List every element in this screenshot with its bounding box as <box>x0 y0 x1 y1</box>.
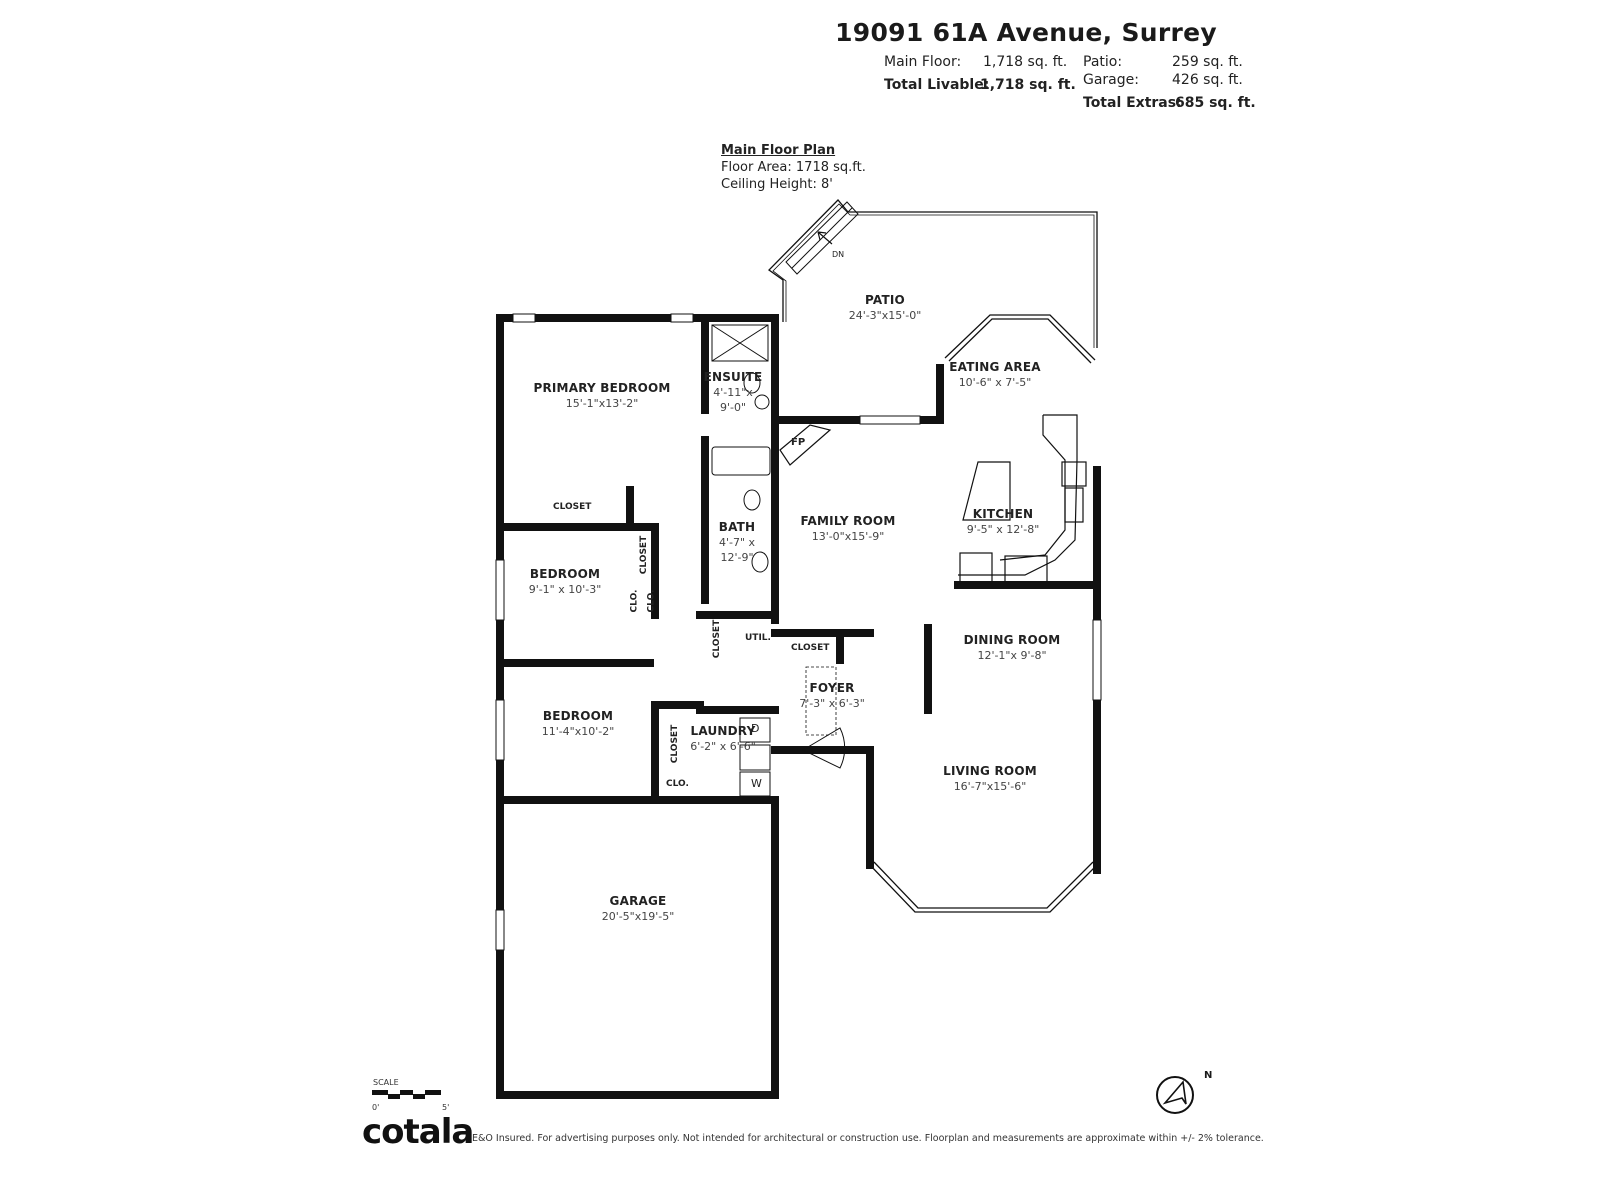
room-bath: BATH 4'-7" x 12'-9" <box>719 520 756 565</box>
room-name: KITCHEN <box>972 507 1034 521</box>
room-bedroom-2: BEDROOM 9'-1" x 10'-3" <box>529 567 602 597</box>
room-living-room: LIVING ROOM 16'-7"x15'-6" <box>943 764 1037 794</box>
scale-end: 5' <box>442 1103 450 1112</box>
room-dims: 11'-4"x10'-2" <box>541 725 615 738</box>
floor-area: Floor Area: 1718 sq.ft. <box>721 160 866 175</box>
patio-stairs <box>785 201 859 275</box>
label-clo-b: CLO. <box>646 589 657 613</box>
scale-start: 0' <box>372 1103 380 1112</box>
room-dims: 6'-2" x 6'-6" <box>690 740 756 753</box>
room-name: BEDROOM <box>529 567 601 581</box>
down-arrow-icon <box>817 231 833 245</box>
room-name: LAUNDRY <box>690 724 756 738</box>
label-down: DN <box>832 250 845 259</box>
label-closet-foyer: CLOSET <box>791 643 830 653</box>
total-extras-label: Total Extras: <box>1083 95 1182 111</box>
cotala-logo: cotala <box>362 1112 474 1152</box>
room-dims: 9'-1" x 10'-3" <box>528 583 602 596</box>
room-dining-room: DINING ROOM 12'-1"x 9'-8" <box>964 633 1061 663</box>
room-laundry: LAUNDRY 6'-2" x 6'-6" <box>690 724 756 754</box>
room-dims: 7'-3" x 6'-3" <box>799 697 865 710</box>
patio-outline <box>768 199 1098 348</box>
foyer-rug <box>805 666 837 736</box>
label-dryer: D <box>751 722 760 735</box>
north-arrow-icon <box>1156 1076 1194 1114</box>
room-family-room: FAMILY ROOM 13'-0"x15'-9" <box>801 514 896 544</box>
room-dims: 13'-0"x15'-9" <box>811 530 885 543</box>
room-dims: 15'-1"x13'-2" <box>565 397 639 410</box>
room-name: FOYER <box>809 681 855 695</box>
room-kitchen: KITCHEN 9'-5" x 12'-8" <box>967 507 1040 537</box>
total-livable-value: 1,718 sq. ft. <box>980 77 1076 93</box>
ceiling-height: Ceiling Height: 8' <box>721 177 833 192</box>
kitchen-counters <box>958 414 1087 584</box>
room-garage: GARAGE 20'-5"x19'-5" <box>602 894 675 924</box>
total-extras-value: 685 sq. ft. <box>1175 95 1256 111</box>
room-dims: 9'-5" x 12'-8" <box>966 523 1040 536</box>
room-name: GARAGE <box>609 894 667 908</box>
bath-fixtures <box>711 372 771 573</box>
label-closet-primary: CLOSET <box>553 502 592 512</box>
shower-fixture <box>711 324 769 362</box>
room-name: PRIMARY BEDROOM <box>533 381 671 395</box>
room-patio: PATIO 24'-3"x15'-0" <box>849 293 922 323</box>
room-name: FAMILY ROOM <box>800 514 896 528</box>
room-name: PATIO <box>865 293 905 307</box>
compass-north-label: N <box>1204 1070 1213 1081</box>
room-dims: 24'-3"x15'-0" <box>848 309 922 322</box>
room-dims: 12'-9" <box>720 551 754 564</box>
room-dims: 20'-5"x19'-5" <box>601 910 675 923</box>
windows <box>495 313 1102 951</box>
room-name: ENSUITE <box>703 370 763 384</box>
room-ensuite: ENSUITE 4'-11"x 9'-0" <box>704 370 763 415</box>
eating-bay-windows <box>944 314 1096 364</box>
main-floor-label: Main Floor: <box>884 54 962 70</box>
room-dims: 4'-7" x <box>718 536 756 549</box>
room-dims: 12'-1"x 9'-8" <box>977 649 1047 662</box>
plan-title: Main Floor Plan <box>721 143 836 158</box>
room-eating-area: EATING AREA 10'-6" x 7'-5" <box>949 360 1041 390</box>
room-primary-bedroom: PRIMARY BEDROOM 15'-1"x13'-2" <box>533 381 670 411</box>
room-dims: 9'-0" <box>719 401 747 414</box>
scale-bar-icon <box>372 1090 441 1099</box>
room-name: LIVING ROOM <box>943 764 1037 778</box>
room-dims: 4'-11"x <box>713 386 753 399</box>
patio-value: 259 sq. ft. <box>1172 54 1243 70</box>
scale-label: SCALE <box>373 1078 399 1087</box>
property-address-title: 19091 61A Avenue, Surrey <box>835 18 1217 47</box>
disclaimer-text: E&O Insured. For advertising purposes on… <box>472 1133 1264 1144</box>
label-closet-bed2: CLOSET <box>639 535 650 575</box>
room-foyer: FOYER 7'-3" x 6'-3" <box>799 681 865 711</box>
room-name: BATH <box>718 520 756 534</box>
plan-info: Main Floor Plan Floor Area: 1718 sq.ft. … <box>721 142 866 193</box>
garage-label: Garage: <box>1083 72 1139 88</box>
label-clo-laundry: CLO. <box>666 779 689 789</box>
room-name: EATING AREA <box>949 360 1041 374</box>
garage-value: 426 sq. ft. <box>1172 72 1243 88</box>
label-washer: W <box>751 777 762 790</box>
room-bedroom-3: BEDROOM 11'-4"x10'-2" <box>542 709 615 739</box>
fireplace <box>779 424 832 466</box>
front-door <box>801 727 846 769</box>
room-dims: 16'-7"x15'-6" <box>953 780 1027 793</box>
label-fireplace: FP <box>791 437 806 448</box>
label-closet-bed3: CLOSET <box>670 724 681 764</box>
room-name: BEDROOM <box>542 709 614 723</box>
patio-label: Patio: <box>1083 54 1123 70</box>
room-name: DINING ROOM <box>963 633 1061 647</box>
main-floor-value: 1,718 sq. ft. <box>983 54 1068 70</box>
label-clo-a: CLO. <box>629 589 640 613</box>
total-livable-label: Total Livable: <box>884 77 990 93</box>
living-bay-windows <box>869 861 1098 913</box>
room-dims: 10'-6" x 7'-5" <box>958 376 1032 389</box>
label-util: UTIL. <box>745 633 771 643</box>
laundry-appliances <box>739 717 771 797</box>
label-closet-hall: CLOSET <box>712 619 723 659</box>
